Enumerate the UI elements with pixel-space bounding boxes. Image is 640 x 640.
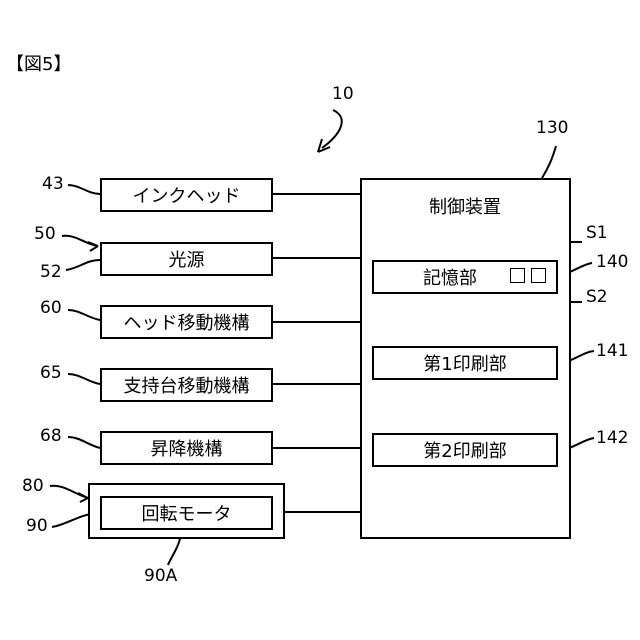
light-ref-inner: 52 bbox=[40, 262, 62, 282]
motor-part-ref: 90A bbox=[144, 566, 177, 586]
s1-square bbox=[510, 268, 525, 283]
memory-label: 記憶部 bbox=[400, 264, 500, 290]
lift-ref: 68 bbox=[40, 426, 62, 446]
head-move-ref: 60 bbox=[40, 298, 62, 318]
light-label: 光源 bbox=[100, 246, 273, 272]
memory-ref: 140 bbox=[596, 252, 628, 272]
head-move-label: ヘッド移動機構 bbox=[100, 309, 273, 335]
motor-ref-outer: 80 bbox=[22, 476, 44, 496]
leader-43 bbox=[68, 185, 100, 194]
controller-label: 制御装置 bbox=[400, 194, 530, 218]
lift-label: 昇降機構 bbox=[100, 435, 273, 461]
light-ref-outer: 50 bbox=[34, 224, 56, 244]
support-move-label: 支持台移動機構 bbox=[100, 372, 273, 398]
print2-ref: 142 bbox=[596, 428, 628, 448]
motor-label: 回転モータ bbox=[100, 500, 273, 526]
system-ref: 10 bbox=[332, 84, 354, 104]
leader-80-arrow bbox=[78, 493, 88, 502]
support-move-ref: 65 bbox=[40, 363, 62, 383]
controller-ref: 130 bbox=[536, 118, 568, 138]
s1-ref: S1 bbox=[586, 223, 608, 243]
leader-60 bbox=[68, 310, 100, 320]
leader-65 bbox=[68, 374, 100, 384]
print1-label: 第1印刷部 bbox=[372, 350, 558, 376]
leader-52 bbox=[66, 260, 100, 270]
system-arrow bbox=[322, 110, 342, 148]
leader-130 bbox=[542, 146, 556, 178]
s2-square bbox=[531, 268, 546, 283]
print2-label: 第2印刷部 bbox=[372, 437, 558, 463]
s2-ref: S2 bbox=[586, 287, 608, 307]
print1-ref: 141 bbox=[596, 341, 628, 361]
inkhead-label: インクヘッド bbox=[100, 182, 273, 208]
figure-label: 【図5】 bbox=[6, 50, 71, 76]
leader-50-arrow bbox=[88, 242, 98, 251]
inkhead-ref: 43 bbox=[42, 174, 64, 194]
motor-ref-inner: 90 bbox=[26, 516, 48, 536]
leader-68 bbox=[68, 437, 100, 448]
